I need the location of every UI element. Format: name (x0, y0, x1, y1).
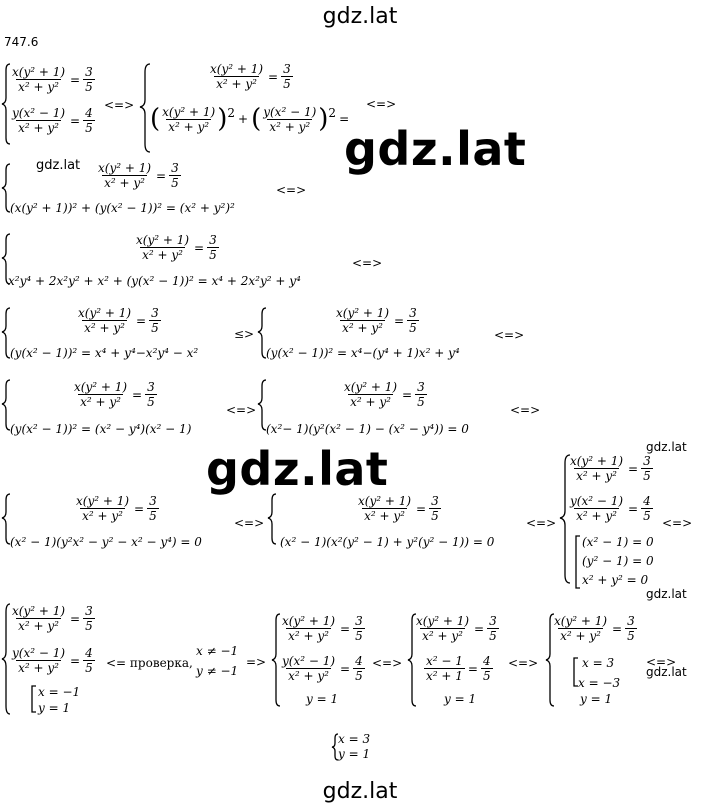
watermark-large-2: gdz.lat (206, 442, 389, 496)
bracket (573, 657, 578, 687)
s7-case-y: y = 1 (38, 701, 71, 715)
s7a-y: y = 1 (306, 692, 339, 706)
s5-eq2: (y(x² − 1))² = (x² − y⁴)(x² − 1) (10, 422, 192, 436)
s3-eq2: x²y⁴ + 2x²y² + x² + (y(x² − 1))² = x⁴ + … (8, 274, 301, 288)
arrow: <=> (352, 256, 383, 270)
watermark-bottom: gdz.lat (322, 779, 398, 804)
arrow: <=> (234, 516, 265, 530)
final-y: y = 1 (338, 747, 371, 761)
s4r-eq2: (y(x² − 1))² = x⁴−(y⁴ + 1)x² + y⁴ (266, 346, 460, 360)
arrow: <=> (372, 656, 403, 670)
bracket (31, 685, 36, 713)
s7c-x1: x = 3 (582, 656, 615, 670)
s6r-case3: x² + y² = 0 (582, 573, 649, 587)
brace (1, 307, 11, 359)
s7b-y: y = 1 (444, 692, 477, 706)
arrow: <=> (510, 403, 541, 417)
brace (545, 613, 555, 707)
cond-x: x ≠ −1 (196, 644, 239, 658)
brace (1, 63, 11, 145)
s6m-eq2: (x² − 1)(x²(y² − 1) + y²(y² − 1)) = 0 (280, 535, 495, 549)
final-x: x = 3 (338, 732, 371, 746)
arrow: <=> (366, 97, 397, 111)
brace (1, 379, 11, 431)
arrow: <=> (276, 183, 307, 197)
watermark-small-1: gdz.lat (36, 158, 81, 173)
check-text: <= проверка, (106, 656, 193, 670)
s6r-case2: (y² − 1) = 0 (582, 554, 654, 568)
problem-number: 747.6 (4, 35, 39, 49)
s1r-eq2: (x(y² + 1)x² + y²)2+(y(x² − 1)x² + y²)2= (150, 104, 350, 134)
brace (331, 733, 339, 761)
arrow: <=> (494, 328, 525, 342)
s7c-x2: x = −3 (578, 676, 621, 690)
s2-eq2: (x(y² + 1))² + (y(x² − 1))² = (x² + y²)² (10, 201, 235, 215)
watermark-large-1: gdz.lat (344, 122, 527, 176)
brace (1, 163, 11, 213)
s6r-case1: (x² − 1) = 0 (582, 535, 654, 549)
watermark-small-3: gdz.lat (646, 587, 687, 601)
arrow-le: ≤> (234, 327, 255, 341)
arrow: <=> (526, 516, 557, 530)
arrow-right: => (246, 655, 267, 669)
brace (407, 613, 417, 707)
arrow: <=> (662, 516, 693, 530)
brace (1, 233, 11, 285)
watermark-small-4: gdz.lat (646, 665, 687, 679)
brace (271, 613, 281, 707)
s5r-eq2: (x²− 1)(y²(x² − 1) − (x² − y⁴)) = 0 (266, 422, 469, 436)
s4-eq2: (y(x² − 1))² = x⁴ + y⁴−x²y⁴ − x² (10, 346, 199, 360)
brace (1, 603, 11, 715)
arrow: <=> (104, 98, 135, 112)
cond-y: y ≠ −1 (196, 664, 239, 678)
brace (267, 493, 277, 545)
arrow: <=> (508, 656, 539, 670)
arrow: <=> (226, 403, 257, 417)
brace (257, 379, 267, 431)
brace (139, 63, 151, 153)
arrow: <=> (646, 655, 677, 669)
s6-eq2: (x² − 1)(y²x² − y² − x² − y⁴) = 0 (10, 535, 202, 549)
brace (1, 493, 11, 545)
s7-case-x: x = −1 (38, 685, 81, 699)
brace (559, 454, 571, 584)
watermark-small-2: gdz.lat (646, 440, 687, 454)
watermark-top: gdz.lat (322, 4, 398, 29)
s7c-y: y = 1 (580, 692, 613, 706)
bracket (575, 535, 580, 589)
brace (257, 307, 267, 359)
